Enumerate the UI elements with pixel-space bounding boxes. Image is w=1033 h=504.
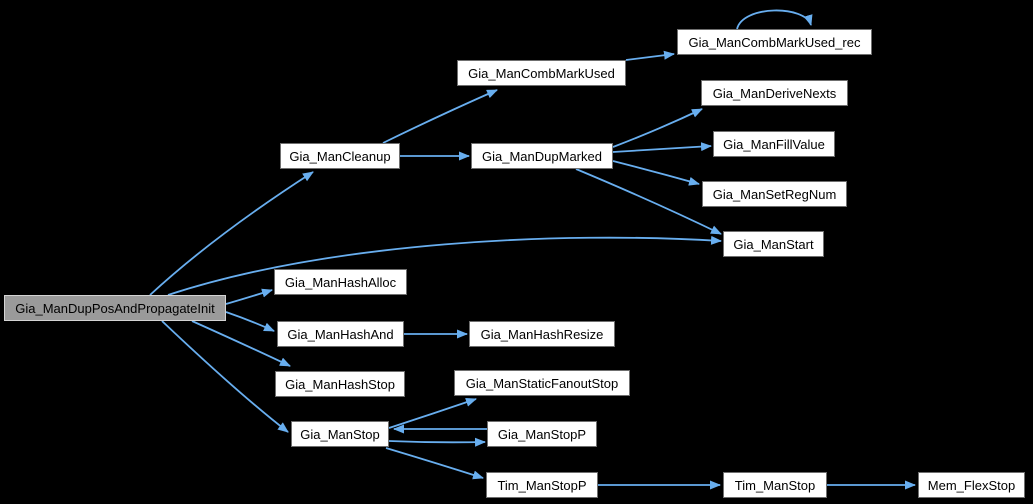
node-label: Tim_ManStop	[734, 477, 816, 493]
node-derivenexts[interactable]: Gia_ManDeriveNexts	[701, 80, 848, 106]
node-label: Gia_ManHashAlloc	[284, 274, 397, 290]
node-label: Gia_ManCleanup	[289, 148, 391, 164]
node-cleanup[interactable]: Gia_ManCleanup	[280, 143, 400, 169]
node-main: Gia_ManDupPosAndPropagateInit	[4, 295, 226, 321]
node-timstopp[interactable]: Tim_ManStopP	[486, 472, 598, 498]
node-label: Mem_FlexStop	[927, 477, 1016, 493]
node-label: Gia_ManStop	[300, 426, 380, 442]
node-memflexstop[interactable]: Mem_FlexStop	[918, 472, 1025, 498]
node-timstop[interactable]: Tim_ManStop	[723, 472, 827, 498]
edge-main-to-stop	[161, 320, 289, 433]
node-hashalloc[interactable]: Gia_ManHashAlloc	[274, 269, 407, 295]
node-fillvalue[interactable]: Gia_ManFillValue	[713, 131, 835, 157]
edge-main-to-cleanup	[149, 171, 314, 296]
node-label: Gia_ManCombMarkUsed_rec	[688, 34, 861, 50]
node-label: Tim_ManStopP	[497, 477, 587, 493]
node-combmarkused[interactable]: Gia_ManCombMarkUsed	[457, 60, 626, 86]
edge-dupmarked-to-setregnum	[612, 160, 700, 186]
node-stop[interactable]: Gia_ManStop	[291, 421, 389, 447]
node-label: Gia_ManDeriveNexts	[712, 85, 837, 101]
node-setregnum[interactable]: Gia_ManSetRegNum	[702, 181, 847, 207]
edge-main-to-hashalloc	[225, 288, 273, 305]
edge-dupmarked-to-start	[575, 168, 722, 235]
edge-cleanup-to-combmarkused	[382, 89, 498, 144]
edge-dupmarked-to-fillvalue	[612, 142, 712, 153]
edge-main-to-start	[167, 235, 722, 296]
node-hashresize[interactable]: Gia_ManHashResize	[469, 321, 615, 347]
node-label: Gia_ManStaticFanoutStop	[465, 375, 619, 391]
edge-main-to-hashand	[225, 311, 275, 332]
node-staticfanoutstop[interactable]: Gia_ManStaticFanoutStop	[454, 370, 630, 396]
node-label: Gia_ManCombMarkUsed	[468, 65, 615, 81]
node-dupmarked[interactable]: Gia_ManDupMarked	[471, 143, 613, 169]
node-label: Gia_ManDupMarked	[482, 148, 602, 164]
node-label: Gia_ManStopP	[497, 426, 587, 442]
edge-main-to-hashstop	[191, 320, 291, 367]
edge-stop-to-stopp	[388, 437, 486, 447]
node-label: Gia_ManHashResize	[480, 326, 604, 342]
node-label: Gia_ManHashAnd	[287, 326, 394, 342]
edge-stop-to-timstopp	[385, 447, 484, 480]
node-start[interactable]: Gia_ManStart	[723, 231, 824, 257]
node-label: Gia_ManStart	[733, 236, 814, 252]
edge-dupmarked-to-derivenexts	[612, 108, 703, 148]
edge-stop-to-staticfanoutstop	[388, 397, 477, 429]
node-label: Gia_ManSetRegNum	[712, 186, 837, 202]
node-label: Gia_ManFillValue	[723, 136, 825, 152]
node-stopp[interactable]: Gia_ManStopP	[487, 421, 597, 447]
node-combmarkused_rec[interactable]: Gia_ManCombMarkUsed_rec	[677, 29, 872, 55]
node-hashand[interactable]: Gia_ManHashAnd	[277, 321, 404, 347]
node-label: Gia_ManHashStop	[285, 376, 395, 392]
node-hashstop[interactable]: Gia_ManHashStop	[275, 371, 405, 397]
edge-combmarkused_rec-to-combmarkused_rec	[736, 9, 813, 30]
node-label: Gia_ManDupPosAndPropagateInit	[15, 300, 215, 316]
edge-combmarkused-to-combmarkused_rec	[625, 50, 675, 61]
